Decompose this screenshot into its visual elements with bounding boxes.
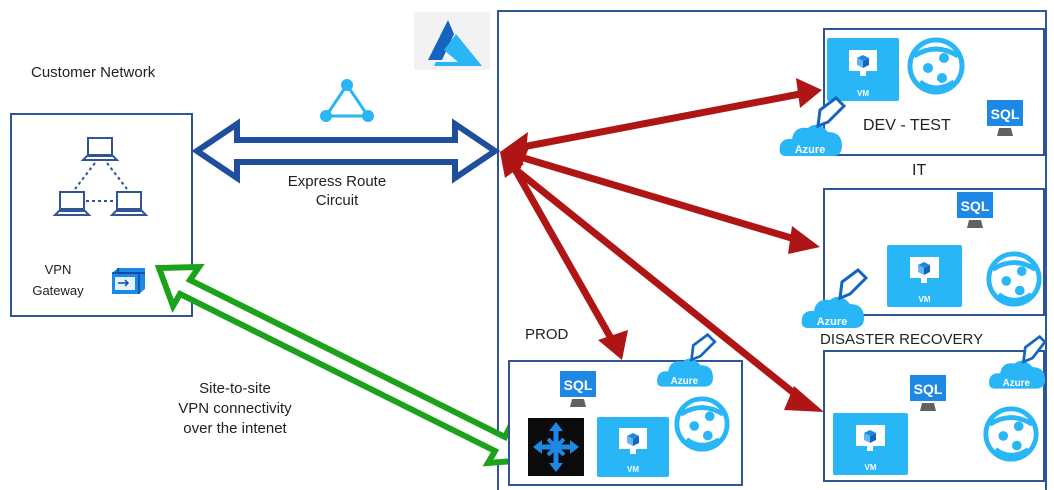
disaster-recovery-azure-cloud-icon: Azure bbox=[989, 334, 1047, 389]
prod-web-app-icon bbox=[674, 396, 730, 452]
vpn-gateway-icon bbox=[112, 268, 145, 294]
prod-azure-cloud-icon: Azure bbox=[657, 332, 717, 387]
computer-network-icon bbox=[52, 137, 149, 216]
svg-text:SQL: SQL bbox=[991, 106, 1020, 122]
svg-text:SQL: SQL bbox=[564, 377, 593, 393]
it-web-app-icon bbox=[986, 251, 1042, 307]
prod-load-balancer-icon bbox=[528, 418, 584, 476]
vpn-gateway-label-line2: Gateway bbox=[32, 283, 84, 298]
prod-sql-icon: SQL bbox=[560, 371, 596, 407]
dev-test-sql-icon: SQL bbox=[987, 100, 1023, 136]
disaster-recovery-sql-icon: SQL bbox=[910, 375, 946, 411]
dev-test-vm-icon: VM bbox=[827, 38, 899, 101]
site-to-site-label-line2: VPN connectivity bbox=[178, 400, 292, 417]
dev-test-label: DEV - TEST bbox=[863, 117, 951, 134]
disaster-recovery-vm-icon: VM bbox=[833, 413, 908, 475]
express-route-icon bbox=[320, 79, 374, 122]
express-route-label-line1: Express Route bbox=[287, 173, 387, 190]
dev-test-web-app-icon bbox=[907, 37, 965, 95]
svg-text:Azure: Azure bbox=[1003, 378, 1031, 389]
disaster-recovery-label: DISASTER RECOVERY bbox=[820, 331, 984, 348]
it-azure-cloud-icon: Azure bbox=[801, 268, 869, 328]
it-label: IT bbox=[912, 162, 927, 179]
it-vm-icon: VM bbox=[887, 245, 962, 307]
it-sql-icon: SQL bbox=[957, 192, 993, 228]
express-route-label-line2: Circuit bbox=[315, 192, 359, 209]
prod-vm-icon: VM bbox=[597, 417, 669, 477]
express-route-arrow bbox=[191, 118, 501, 184]
customer-network-title: Customer Network bbox=[31, 64, 156, 81]
svg-text:SQL: SQL bbox=[914, 381, 943, 397]
svg-text:Azure: Azure bbox=[795, 144, 826, 156]
prod-label: PROD bbox=[525, 326, 569, 343]
vpn-gateway-label-line1: VPN bbox=[44, 262, 72, 277]
svg-text:SQL: SQL bbox=[961, 198, 990, 214]
site-to-site-label-line1: Site-to-site bbox=[199, 380, 271, 397]
azure-logo-icon bbox=[414, 12, 490, 70]
svg-text:Azure: Azure bbox=[817, 316, 848, 328]
dev-test-azure-cloud-icon: Azure bbox=[779, 96, 847, 156]
site-to-site-label-line3: over the intenet bbox=[183, 420, 287, 437]
svg-text:Azure: Azure bbox=[671, 376, 699, 387]
disaster-recovery-web-app-icon bbox=[983, 406, 1039, 462]
